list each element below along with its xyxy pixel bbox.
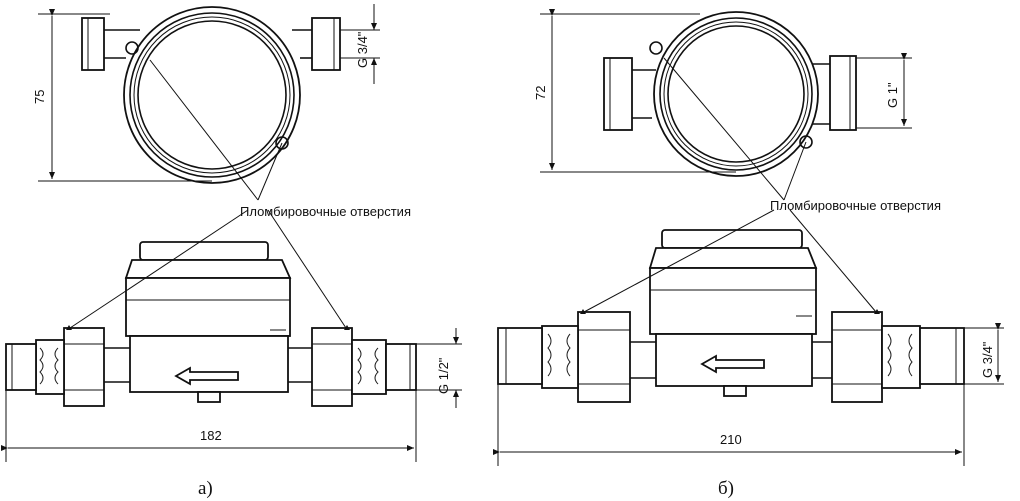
panel-b-left-fitting (541, 325, 579, 389)
panel-a-register-body (125, 277, 291, 337)
panel-a-flow-arrow-icon (174, 366, 239, 386)
panel-a-left-tail (5, 343, 37, 391)
panel-b-left-tail (497, 327, 543, 385)
panel-b-thread-side: G 3/4" (980, 341, 995, 378)
panel-b-length-dim: 210 (720, 432, 742, 447)
panel-b-caption: б) (718, 478, 734, 499)
panel-b-right-nozzle (829, 55, 857, 131)
panel-b-side-view: G 3/4" 210 (493, 209, 1004, 466)
panel-a-side-view: G 1/2" 182 (1, 209, 462, 462)
panel-b-seal-hole-bottom (799, 135, 813, 149)
panel-a-thread-side: G 1/2" (436, 357, 451, 394)
panel-a-right-nozzle (311, 17, 341, 71)
panel-b-seal-hole-top (649, 41, 663, 55)
panel-a-thread-top: G 3/4" (355, 31, 370, 68)
panel-a-length-dim: 182 (200, 428, 222, 443)
panel-b-top-view: 72 G 1" (533, 9, 912, 201)
panel-b-left-nozzle (603, 57, 633, 131)
panel-a-caption: а) (198, 478, 213, 499)
panel-b-height-dim: 72 (533, 86, 548, 100)
panel-b-thread-top: G 1" (885, 82, 900, 108)
panel-a-seal-hole-top (125, 41, 139, 55)
panel-a-right-nut (311, 327, 353, 407)
panel-a-register-cap (139, 241, 269, 261)
panel-b-flow-arrow-icon (700, 354, 765, 374)
panel-a: 75 G 3/4" (1, 4, 462, 499)
panel-a-drain-plug (197, 391, 221, 403)
panel-b-register-body (649, 267, 817, 335)
panel-b: 72 G 1" (493, 9, 1004, 499)
panel-a-meter-body (123, 6, 301, 184)
panel-b-drain-plug (723, 385, 747, 397)
panel-a-top-view: 75 G 3/4" (32, 4, 380, 201)
panel-a-housing (129, 335, 289, 393)
panel-a-seal-hole-bottom (275, 136, 289, 150)
panel-a-height-dim: 75 (32, 90, 47, 104)
panel-b-seal-label: Пломбировочные отверстия (770, 198, 941, 213)
panel-b-right-fitting (881, 325, 921, 389)
panel-a-left-nut (63, 327, 105, 407)
panel-a-right-fitting (351, 339, 387, 395)
panel-b-right-nut (831, 311, 883, 403)
panel-b-meter-body (653, 11, 819, 177)
panel-b-left-nut (577, 311, 631, 403)
panel-a-right-tail (385, 343, 417, 391)
panel-b-right-tail (919, 327, 965, 385)
panel-a-seal-label: Пломбировочные отверстия (240, 204, 411, 219)
panel-a-left-nozzle (81, 17, 105, 71)
